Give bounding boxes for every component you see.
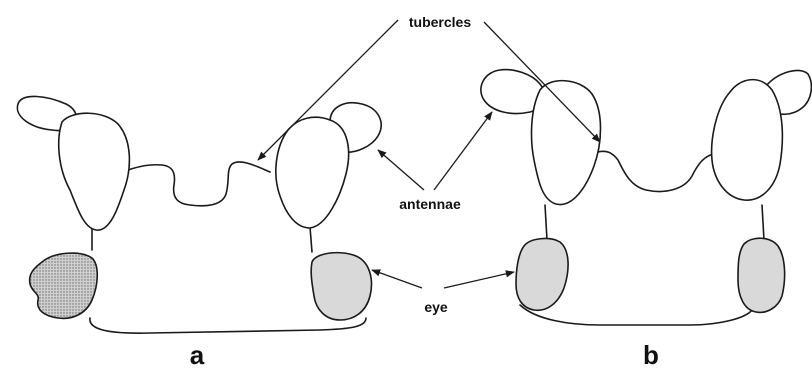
panel-a-label: a [190, 340, 205, 370]
tubercles-label: tubercles [409, 14, 471, 30]
panel-b-left-tubercle [532, 81, 601, 205]
antennae-label: antennae [399, 196, 461, 212]
panel-a-head [17, 96, 381, 333]
eye-pointer-left [372, 270, 422, 288]
panel-b-frons [598, 151, 714, 191]
panel-b-right-tubercle [712, 80, 783, 201]
panel-a-right-eye [311, 253, 371, 320]
panel-b-label: b [643, 340, 659, 370]
panel-a-left-tubercle [59, 113, 130, 230]
panel-b-left-eye [516, 239, 568, 311]
panel-a-right-tubercle [276, 117, 349, 228]
panel-b-right-eye [738, 238, 785, 312]
eye-label: eye [424, 299, 448, 315]
panel-a-left-eye [30, 253, 98, 318]
eye-pointer-right [444, 272, 514, 288]
panel-a-frons [128, 162, 270, 206]
antennae-pointer-right [434, 112, 492, 190]
panel-b-head [481, 70, 812, 325]
antennae-pointer-left [378, 150, 424, 190]
